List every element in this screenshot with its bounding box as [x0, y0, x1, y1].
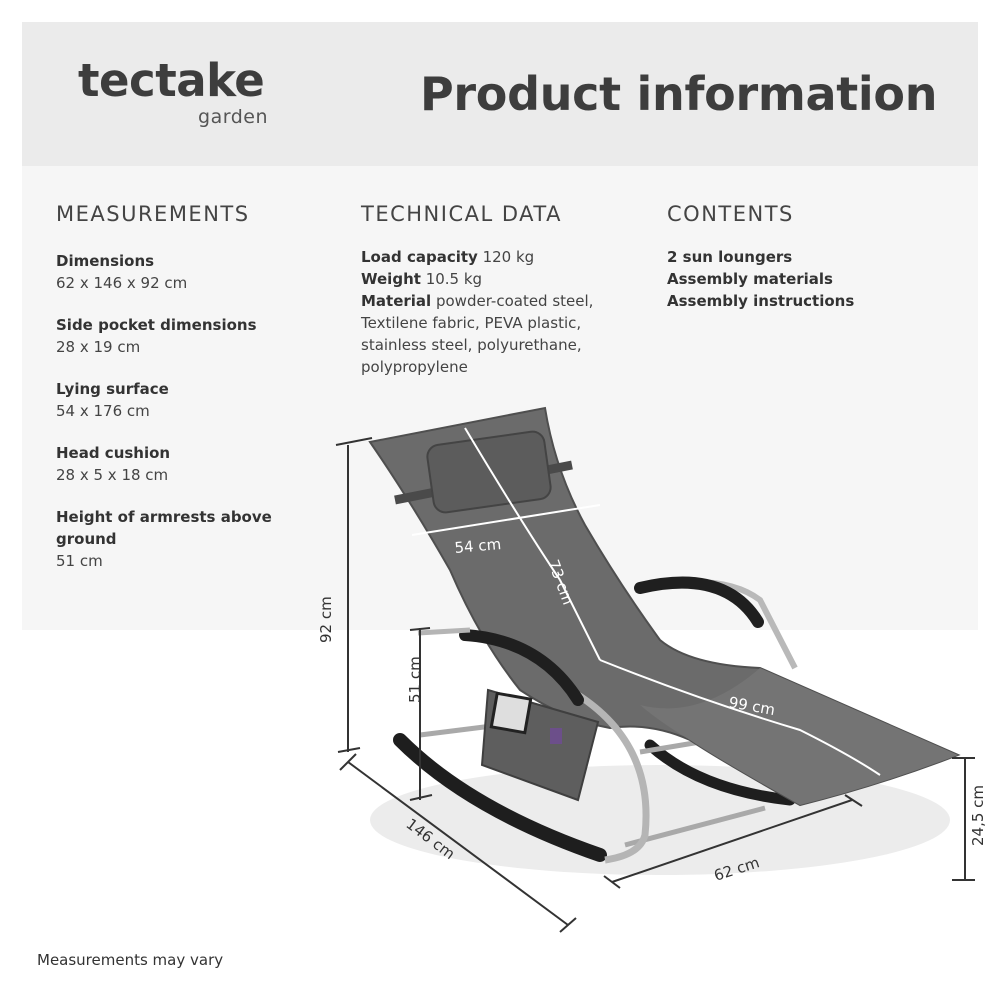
measurement-item: Height of armrests above ground 51 cm	[56, 506, 286, 572]
dim-label-height: 92 cm	[317, 596, 335, 643]
measurement-value: 28 x 19 cm	[56, 338, 141, 356]
back-armrest-pad	[634, 576, 764, 628]
measurement-label: Side pocket dimensions	[56, 316, 257, 334]
back-rocker-rail	[644, 739, 796, 806]
measurement-item: Side pocket dimensions 28 x 19 cm	[56, 314, 346, 358]
bottle-in-pocket	[550, 728, 562, 744]
front-rocker-rail	[393, 733, 607, 862]
measurement-label: Head cushion	[56, 444, 171, 462]
crossbar	[624, 805, 766, 848]
front-armrest-pad	[459, 629, 584, 706]
footer-note: Measurements may vary	[37, 951, 224, 969]
contents-list: 2 sun loungers Assembly materials Assemb…	[667, 246, 957, 312]
brand-sub: garden	[198, 106, 268, 128]
dim-label-width-top: 54 cm	[454, 535, 502, 557]
measurement-value: 54 x 176 cm	[56, 402, 150, 420]
measurement-value: 51 cm	[56, 552, 103, 570]
brand-name: tectake	[78, 54, 265, 107]
measurement-label: Lying surface	[56, 380, 169, 398]
measurement-item: Dimensions 62 x 146 x 92 cm	[56, 250, 346, 294]
tech-material-line: Material powder-coated steel,	[361, 290, 651, 312]
tech-load-line: Load capacity 120 kg	[361, 246, 651, 268]
phone-in-pocket	[489, 691, 533, 735]
front-frame	[568, 686, 650, 864]
technical-list: Load capacity 120 kg Weight 10.5 kg Mate…	[361, 246, 651, 378]
measurement-item: Lying surface 54 x 176 cm	[56, 378, 346, 422]
page-title: Product information	[420, 67, 938, 121]
tech-material-line: polypropylene	[361, 358, 468, 376]
technical-column: TECHNICAL DATA Load capacity 120 kg Weig…	[361, 200, 651, 378]
head-cushion	[426, 430, 552, 514]
tech-load-label: Load capacity	[361, 248, 478, 266]
tech-material-label: Material	[361, 292, 432, 310]
tech-material-value: powder-coated steel,	[435, 292, 594, 310]
measurement-value: 62 x 146 x 92 cm	[56, 274, 188, 292]
dim-label-armrest-height: 51 cm	[406, 656, 424, 703]
measurement-item: Head cushion 28 x 5 x 18 cm	[56, 442, 346, 486]
header-band	[22, 22, 978, 166]
width-guide	[411, 504, 601, 536]
measurement-value: 28 x 5 x 18 cm	[56, 466, 169, 484]
tech-load-value: 120 kg	[482, 248, 535, 266]
measurements-column: MEASUREMENTS Dimensions 62 x 146 x 92 cm…	[56, 200, 346, 592]
crossbar	[639, 739, 701, 755]
tech-weight-value: 10.5 kg	[425, 270, 483, 288]
seat-length-guide	[599, 659, 881, 776]
dim-label-front-height: 24,5 cm	[969, 785, 987, 846]
contents-item: Assembly materials	[667, 270, 833, 288]
tech-material-line: stainless steel, polyurethane,	[361, 336, 582, 354]
tech-weight-line: Weight 10.5 kg	[361, 268, 651, 290]
technical-heading: TECHNICAL DATA	[361, 202, 562, 226]
contents-item: 2 sun loungers	[667, 248, 793, 266]
tech-weight-label: Weight	[361, 270, 421, 288]
tech-material-line: Textilene fabric, PEVA plastic,	[361, 314, 582, 332]
contents-heading: CONTENTS	[667, 202, 794, 226]
armrest-bar	[417, 627, 471, 636]
measurement-label: Dimensions	[56, 252, 155, 270]
back-length-guide	[464, 427, 601, 661]
contents-column: CONTENTS 2 sun loungers Assembly materia…	[667, 200, 957, 312]
measurements-heading: MEASUREMENTS	[56, 202, 250, 226]
seat-fabric-front	[640, 668, 958, 805]
brand-logo: tectake garden	[78, 54, 270, 129]
contents-item: Assembly instructions	[667, 292, 855, 310]
dimension-lines	[335, 437, 975, 933]
measurement-label: Height of armrests above ground	[56, 508, 272, 548]
